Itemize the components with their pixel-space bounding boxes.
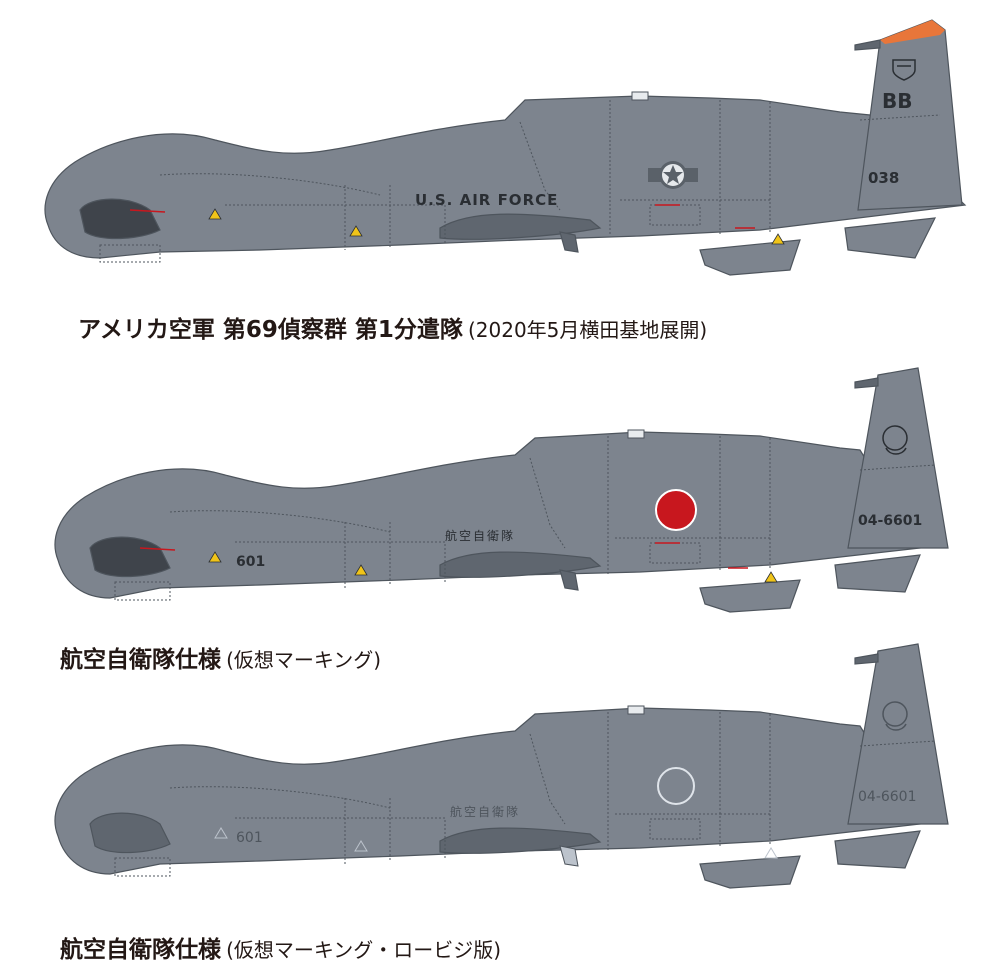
fuselage [54,707,922,875]
vertical-tail [847,643,949,825]
profile-caption-jasdf: 航空自衛隊仕様 (仮想マーキング) [60,640,381,674]
fuselage-marking-text: 航空自衛隊 [450,804,520,819]
aircraft-profile-usaf: U.S. AIR FORCE BB 038 [0,0,1000,300]
nose-intake [79,198,161,240]
nose-number-text: 601 [236,554,265,570]
vertical-tail [847,367,949,549]
ventral-fin [844,217,937,259]
profile-caption-usaf: アメリカ空軍 第69偵察群 第1分遣隊 (2020年5月横田基地展開) [78,310,707,344]
fuselage-marking-text: U.S. AIR FORCE [415,191,558,209]
wing-pylon [559,845,579,867]
lower-pod [699,239,801,276]
nose-number-text: 601 [236,830,263,846]
aircraft-drawing-jasdf: 航空自衛隊 601 04-6601 [54,367,949,613]
fuselage [54,431,922,599]
caption-main: 航空自衛隊仕様 [60,937,221,963]
wing-pylon [559,231,579,253]
tail-tip [880,20,945,44]
profile-caption-jasdf-lowvis: 航空自衛隊仕様 (仮想マーキング・ロービジ版) [60,930,501,964]
wing-pylon [559,569,579,591]
squadron-emblem-icon [882,701,908,731]
squadron-emblem-icon [892,59,916,81]
aircraft-drawing-usaf: U.S. AIR FORCE BB 038 [44,19,967,276]
tail-number-text: 038 [868,169,899,187]
tail-number-text: 04-6601 [858,513,922,529]
caption-sub: (仮想マーキング・ロービジ版) [226,938,502,962]
vertical-tail [857,19,963,211]
ventral-fin [834,554,921,593]
caption-sub: (仮想マーキング) [226,648,382,672]
tail-number-text: 04-6601 [858,789,917,805]
ventral-fin [834,830,921,869]
usaf-star-icon [648,161,698,189]
aircraft-drawing-jasdf-lowvis: 航空自衛隊 601 04-6601 [54,643,949,889]
lower-pod [699,579,801,613]
nose-intake [89,812,171,854]
lowvis-hinomaru-icon [657,767,695,805]
aircraft-profile-jasdf: 航空自衛隊 601 04-6601 [0,360,1000,620]
tail-code-text: BB [882,89,913,113]
aircraft-profile-jasdf-lowvis: 航空自衛隊 601 04-6601 [0,636,1000,896]
fuselage-marking-text: 航空自衛隊 [445,528,515,543]
lower-pod [699,855,801,889]
hinomaru-icon [655,489,697,531]
nose-intake [89,536,171,578]
squadron-emblem-icon [882,425,908,455]
caption-sub: (2020年5月横田基地展開) [467,318,708,342]
caption-main: アメリカ空軍 第69偵察群 第1分遣隊 [78,317,463,343]
caption-main: 航空自衛隊仕様 [60,647,221,673]
fuselage [44,95,967,259]
